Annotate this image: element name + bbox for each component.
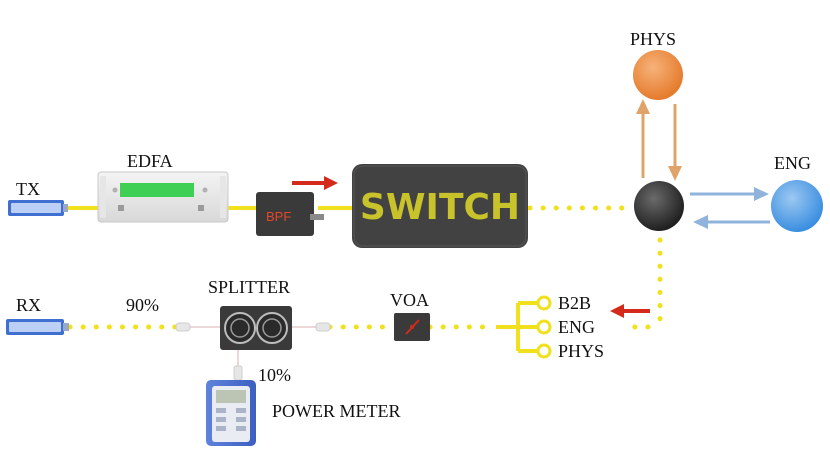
output-phys-label: PHYS (558, 341, 605, 361)
power-meter-label: POWER METER (272, 401, 401, 421)
switch-label: SWITCH (360, 187, 520, 228)
power-meter (206, 380, 256, 446)
central-node (634, 181, 684, 231)
phys-up-arrow (636, 99, 650, 178)
tx-label: TX (16, 179, 40, 199)
splitter-label: SPLITTER (208, 277, 291, 297)
connector-right (315, 322, 331, 332)
signal-direction-arrow (292, 176, 338, 190)
output-eng-label: ENG (558, 317, 595, 337)
eng-node (771, 180, 823, 232)
tx-transceiver (8, 200, 68, 216)
split-90-label: 90% (126, 295, 159, 315)
eng-left-arrow (693, 215, 770, 229)
phys-node (633, 50, 683, 100)
optical-switch: SWITCH (352, 164, 528, 248)
output-fork (496, 295, 552, 359)
output-b2b-label: B2B (558, 293, 592, 313)
port-eng (536, 319, 552, 335)
bpf-label: BPF (266, 209, 291, 224)
output-select-arrow (610, 304, 650, 318)
voa-attenuator (394, 313, 430, 341)
tap-connector (233, 365, 243, 381)
bpf-filter: BPF (256, 192, 324, 236)
splitter (220, 306, 292, 350)
connector-left (175, 322, 191, 332)
port-b2b (536, 295, 552, 311)
port-phys (536, 343, 552, 359)
eng-node-label: ENG (774, 153, 811, 173)
phys-node-label: PHYS (630, 29, 677, 49)
eng-right-arrow (690, 187, 769, 201)
rx-transceiver (6, 319, 69, 335)
edfa-amplifier (97, 171, 229, 223)
rx-label: RX (16, 295, 42, 315)
voa-label: VOA (390, 290, 429, 310)
edfa-label: EDFA (127, 151, 173, 171)
phys-down-arrow (668, 104, 682, 181)
split-10-label: 10% (258, 365, 291, 385)
